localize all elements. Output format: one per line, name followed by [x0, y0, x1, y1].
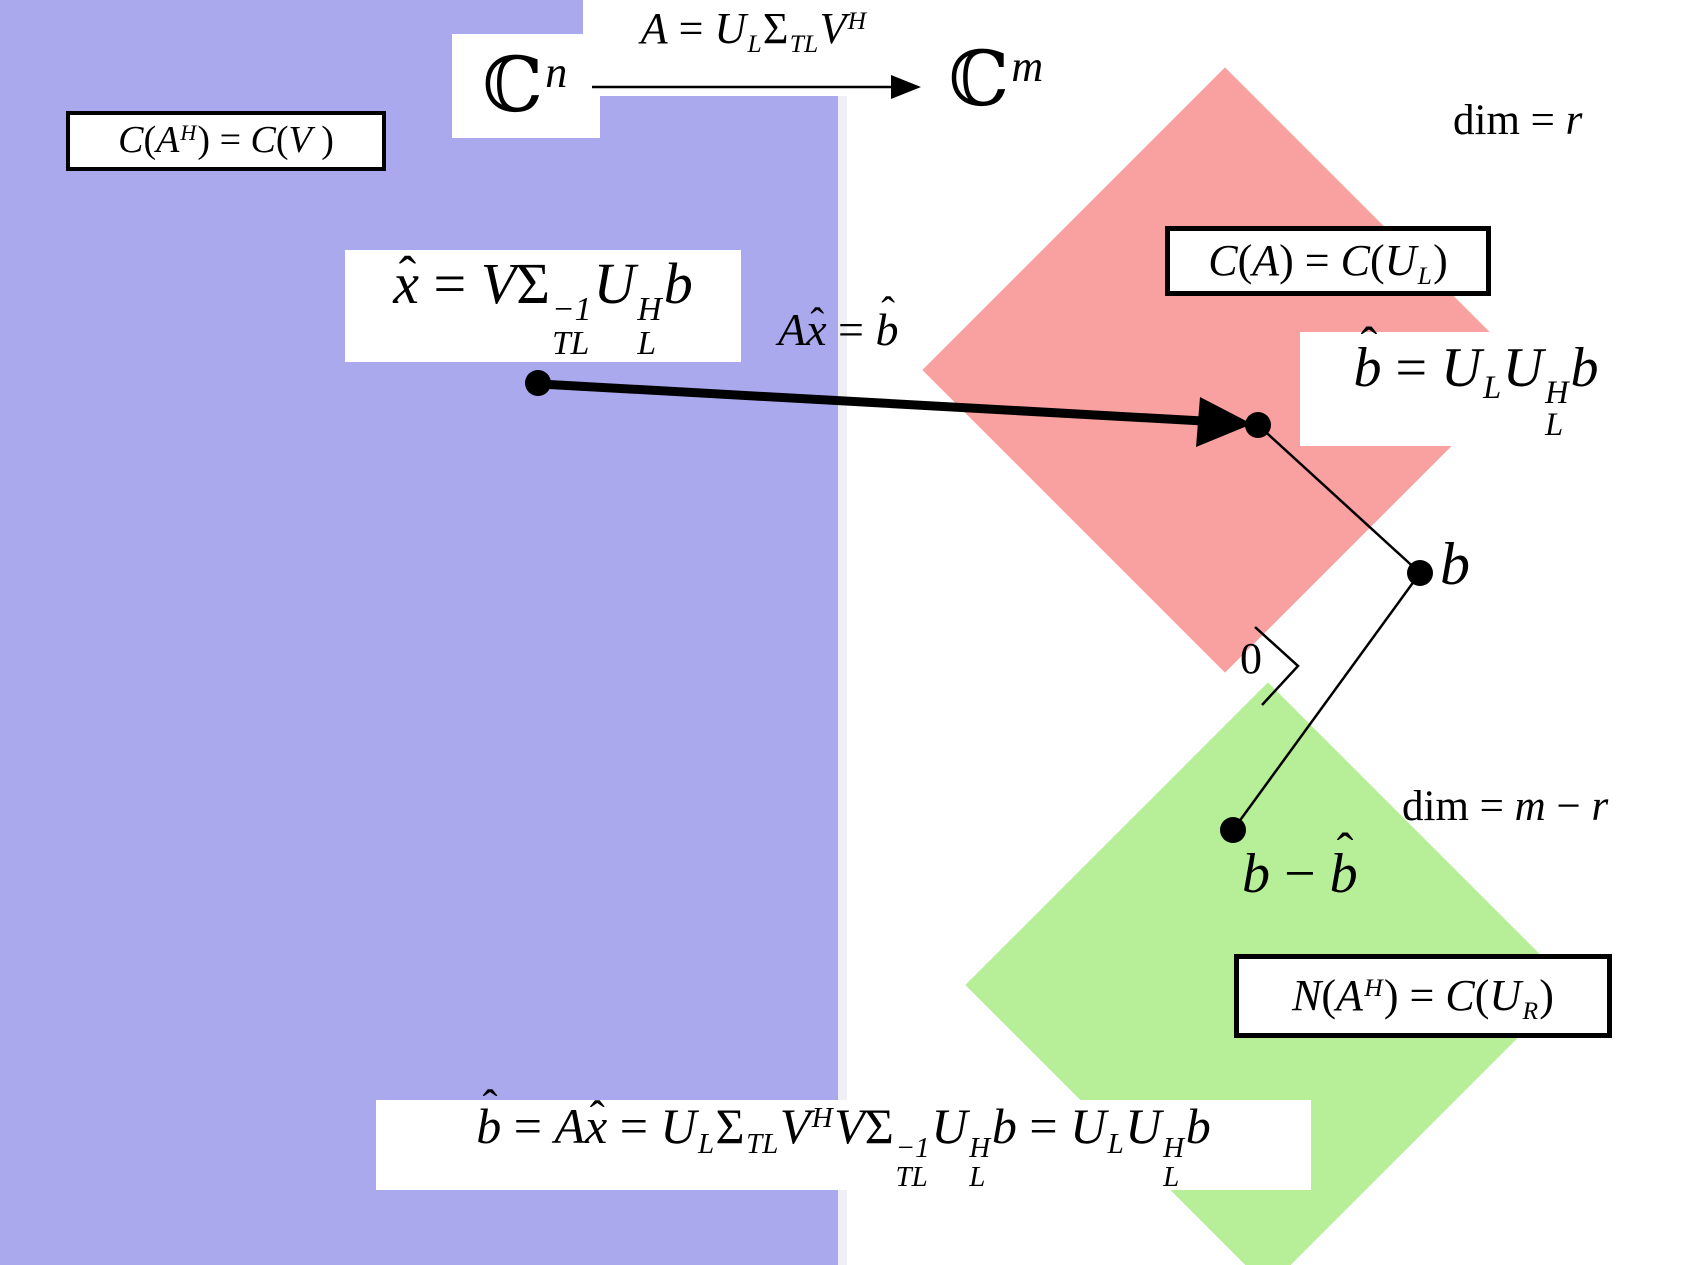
domain-region-cn: [0, 0, 838, 1265]
row-space-box: C(AH) = C(V ): [66, 111, 386, 171]
domain-edge-strip: [838, 0, 847, 1265]
dim-r-label: dim = r: [1453, 97, 1583, 144]
zero-vector-label: 0: [1240, 634, 1262, 683]
codomain-space-label: ℂm: [948, 34, 1044, 124]
left-nullspace-box: N(AH) = C(UR): [1234, 954, 1612, 1038]
map-formula-label: A = ULΣTLVH: [583, 0, 925, 96]
dim-m-r-label: dim = m − r: [1402, 783, 1609, 830]
b-point-label: b: [1440, 531, 1470, 597]
point-b: [1407, 560, 1433, 586]
column-space-box: C(A) = C(UL): [1165, 226, 1491, 296]
domain-space-label: ℂn: [452, 34, 600, 138]
